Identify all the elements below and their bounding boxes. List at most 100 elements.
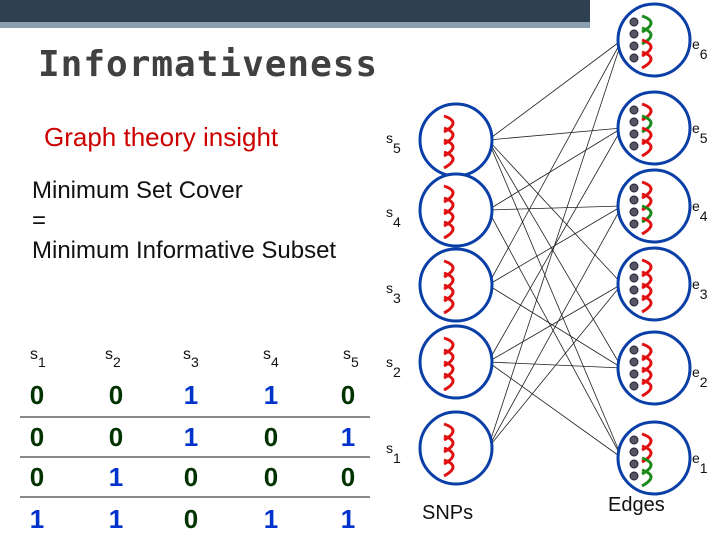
node-arc: [641, 216, 653, 236]
matrix-row-divider: [20, 456, 370, 458]
matrix-cell: 0: [29, 380, 45, 410]
matrix-col-header-s4: s4: [263, 346, 279, 370]
snp-node: [418, 410, 494, 486]
slide-title: Informativeness: [38, 44, 379, 85]
connection-line: [487, 283, 623, 363]
matrix-cell: 1: [263, 380, 279, 410]
connection-line: [487, 209, 623, 459]
matrix-cell: 0: [29, 462, 45, 492]
node-dot: [629, 369, 639, 379]
node-arc: [443, 295, 455, 315]
edge-node: [616, 168, 692, 244]
connection-line: [487, 361, 623, 459]
matrix-cell: 1: [108, 462, 124, 492]
snp-label-s2: s2: [386, 354, 401, 380]
node-dot: [629, 273, 639, 283]
node-dot: [629, 297, 639, 307]
node-dot: [629, 141, 639, 151]
node-arc: [641, 50, 653, 70]
node-dot: [629, 435, 639, 445]
matrix-row-divider: [20, 496, 370, 498]
snp-node: [418, 247, 494, 323]
matrix-cell: 1: [340, 422, 356, 452]
edge-label-e6: e6: [692, 36, 708, 62]
connection-line: [487, 284, 623, 369]
connection-line: [487, 39, 623, 286]
snp-label-s1: s1: [386, 440, 401, 466]
connection-line: [487, 139, 623, 285]
node-arc: [641, 294, 653, 314]
matrix-cell: 0: [29, 422, 45, 452]
node-dot: [629, 285, 639, 295]
edge-node: [616, 90, 692, 166]
node-dot: [629, 357, 639, 367]
connection-line: [487, 205, 623, 211]
node-arc: [443, 372, 455, 392]
matrix-cell: 1: [108, 504, 124, 534]
connection-line: [487, 139, 623, 459]
node-dot: [629, 105, 639, 115]
edge-node: [616, 246, 692, 322]
edge-label-e1: e1: [692, 450, 708, 476]
statement-line-2: =: [32, 207, 47, 234]
node-dot: [629, 195, 639, 205]
node-arc: [641, 138, 653, 158]
node-arc: [443, 220, 455, 240]
connection-line: [487, 361, 623, 369]
matrix-cell: 1: [183, 380, 199, 410]
matrix-cell: 0: [263, 422, 279, 452]
slide-subtitle: Graph theory insight: [44, 122, 279, 152]
matrix-cell: 0: [340, 462, 356, 492]
connection-line: [487, 205, 623, 286]
node-dot: [629, 183, 639, 193]
node-dot: [629, 345, 639, 355]
node-arc: [641, 468, 653, 488]
connection-line: [487, 39, 623, 141]
matrix-cell: 1: [340, 504, 356, 534]
matrix-col-header-s3: s3: [183, 346, 199, 370]
snp-node: [418, 172, 494, 248]
statement-line-3: Minimum Informative Subset: [32, 237, 337, 264]
matrix-col-header-s1: s1: [30, 346, 46, 370]
snp-label-s5: s5: [386, 130, 401, 156]
snp-node: [418, 102, 494, 178]
matrix-cell: 0: [340, 380, 356, 410]
node-dot: [629, 117, 639, 127]
edge-label-e3: e3: [692, 276, 708, 302]
node-dot: [629, 129, 639, 139]
edge-label-e4: e4: [692, 198, 708, 224]
connection-line: [487, 127, 623, 211]
node-arc: [641, 378, 653, 398]
edge-node: [616, 330, 692, 406]
node-dot: [629, 53, 639, 63]
node-dot: [629, 41, 639, 51]
header-accent-bar: [0, 22, 590, 28]
matrix-cell: 0: [263, 462, 279, 492]
matrix-cell: 1: [263, 504, 279, 534]
node-dot: [629, 471, 639, 481]
matrix-cell: 0: [183, 504, 199, 534]
node-dot: [629, 29, 639, 39]
connection-line: [487, 39, 623, 449]
snps-column-label: SNPs: [422, 502, 474, 524]
set-cover-statement: Minimum Set Cover = Minimum Informative …: [32, 176, 336, 266]
connection-line: [487, 139, 623, 369]
edge-label-e2: e2: [692, 364, 708, 390]
edge-label-e5: e5: [692, 120, 708, 146]
edge-node: [616, 420, 692, 496]
edge-node: [616, 2, 692, 78]
node-dot: [629, 219, 639, 229]
node-dot: [629, 447, 639, 457]
node-dot: [629, 381, 639, 391]
connection-line: [487, 127, 623, 141]
snp-label-s3: s3: [386, 280, 401, 306]
connection-line: [487, 283, 623, 449]
node-arc: [443, 150, 455, 170]
node-dot: [629, 459, 639, 469]
matrix-col-header-s5: s5: [343, 346, 359, 370]
node-dot: [629, 17, 639, 27]
node-dot: [629, 261, 639, 271]
statement-line-1: Minimum Set Cover: [32, 177, 243, 204]
connection-line: [487, 205, 623, 449]
